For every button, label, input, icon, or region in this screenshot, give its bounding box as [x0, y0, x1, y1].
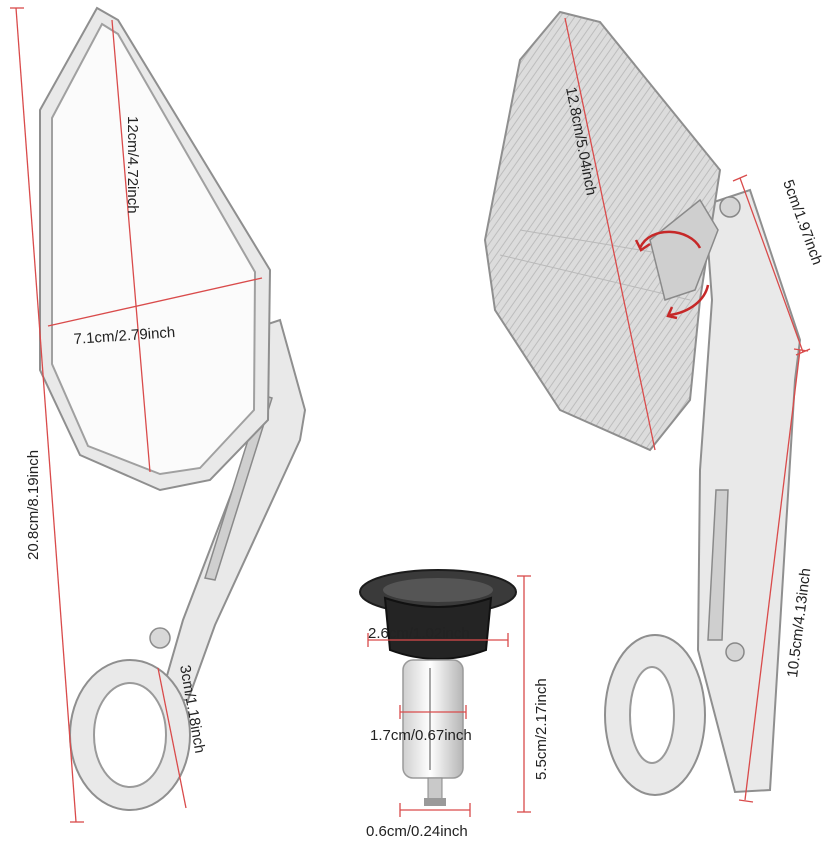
- mirror-front-view: [39, 6, 307, 811]
- dim-plug-screw: 0.6cm/0.24inch: [366, 803, 471, 840]
- plug-cap-body: [383, 596, 493, 660]
- label-plug-body: 1.7cm/0.67inch: [370, 727, 472, 744]
- plug-expander-body: [402, 659, 464, 779]
- mirror-back-view: [483, 10, 802, 796]
- label-arm-length: 10.5cm/4.13inch: [784, 567, 814, 678]
- dim-plug-cap: 2.6cm/1.02inch: [367, 625, 509, 647]
- mirror-glass: [51, 22, 257, 476]
- housing-ridge-2: [499, 254, 691, 301]
- plug-screw-head: [424, 798, 446, 806]
- bar-clamp-hole-front: [93, 682, 167, 788]
- arm-slot-back: [707, 489, 729, 641]
- arm-screw-icon: [725, 642, 745, 662]
- bar-end-plug: [359, 569, 517, 806]
- label-pivot-width: 5cm/1.97inch: [779, 178, 825, 268]
- dim-plug-length: 5.5cm/2.17inch: [517, 575, 550, 813]
- bar-clamp-hole-back: [629, 666, 675, 764]
- label-total-length: 20.8cm/8.19inch: [25, 450, 42, 560]
- dim-total-length: 20.8cm/8.19inch: [10, 7, 84, 823]
- label-plug-cap: 2.6cm/1.02inch: [368, 625, 470, 642]
- mirror-arm-back: [696, 188, 802, 794]
- rotation-arrow-icon: [634, 230, 710, 320]
- label-plug-screw: 0.6cm/0.24inch: [366, 823, 468, 840]
- pivot-screw-icon: [719, 196, 741, 218]
- label-plug-length: 5.5cm/2.17inch: [533, 678, 550, 780]
- pivot-bracket: [649, 198, 719, 301]
- label-mirror-height: 12cm/4.72inch: [124, 116, 141, 214]
- plug-cap-inner: [383, 578, 493, 602]
- dim-mirror-height: 12cm/4.72inch: [111, 19, 151, 473]
- mirror-housing-back: [483, 10, 722, 452]
- clamp-bolt-icon: [149, 627, 171, 649]
- dim-plug-body: 1.7cm/0.67inch: [370, 705, 472, 744]
